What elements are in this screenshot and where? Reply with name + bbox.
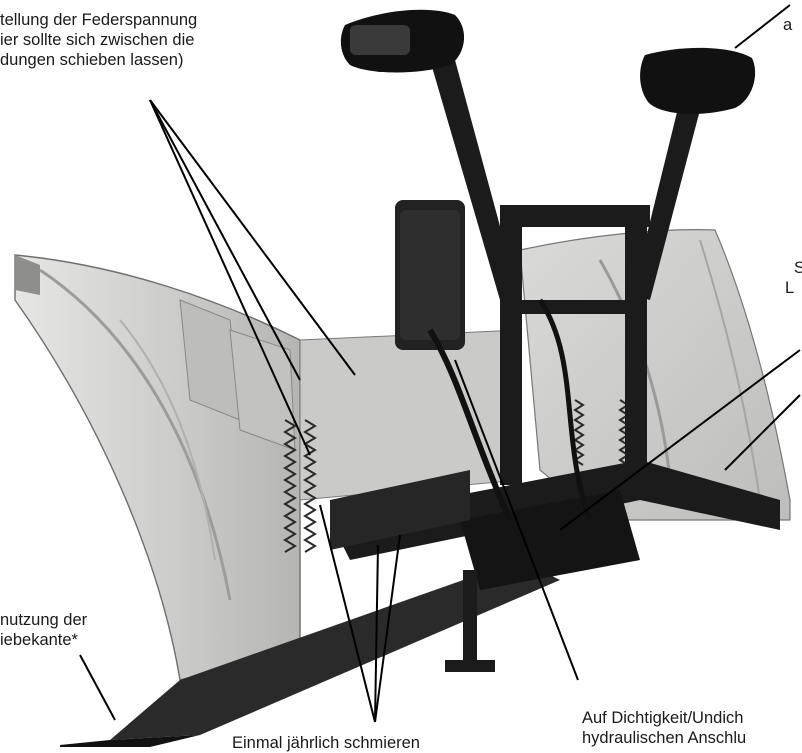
- plow-headlights: [340, 9, 756, 114]
- callout-line: ier sollte sich zwischen die: [0, 31, 195, 49]
- callout-line: Auf Dichtigkeit/Undich: [582, 709, 744, 727]
- callout-line: a: [783, 16, 793, 34]
- callout-line: Einmal jährlich schmieren: [232, 734, 420, 752]
- left-blade: [14, 254, 560, 747]
- callout-line: S: [794, 259, 802, 277]
- callout-line: tellung der Federspannung: [0, 11, 198, 29]
- lift-frame: [330, 60, 780, 672]
- callout-line: nutzung der: [0, 611, 88, 629]
- callout-line: iebekante*: [0, 631, 78, 649]
- callout-right-mid: S L: [785, 258, 802, 298]
- callout-lubricate: Einmal jährlich schmieren: [232, 733, 420, 753]
- callout-line: hydraulischen Anschlu: [582, 729, 747, 747]
- callout-leader-lines: [79, 4, 801, 723]
- callout-spring-tension: tellung der Federspannung ier sollte sic…: [0, 10, 197, 70]
- callout-line: L: [785, 279, 795, 297]
- callout-line: dungen schieben lassen): [0, 51, 184, 69]
- callout-hydraulic: Auf Dichtigkeit/Undich hydraulischen Ans…: [582, 708, 746, 748]
- callout-cutting-edge: nutzung der iebekante*: [0, 610, 87, 650]
- callout-right-top: a: [783, 15, 792, 35]
